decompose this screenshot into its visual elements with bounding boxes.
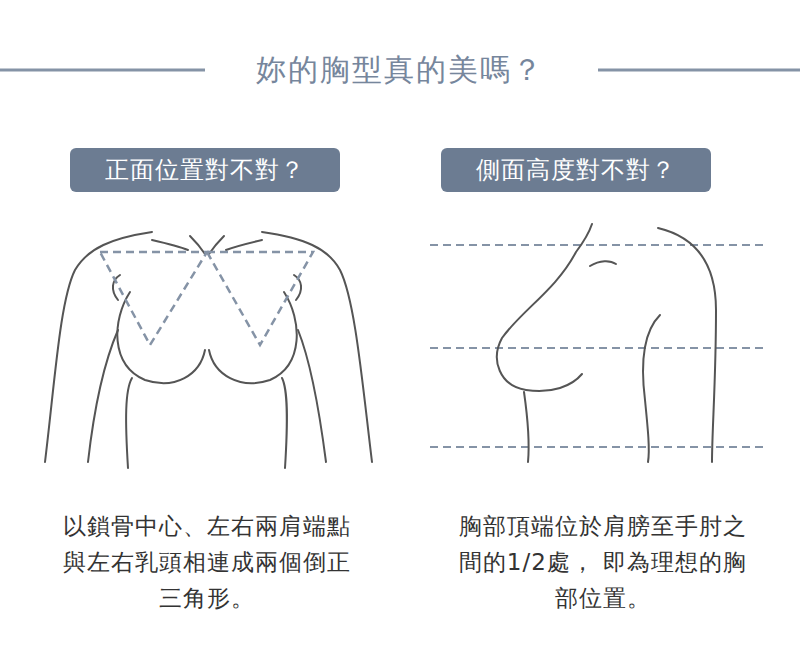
title-text: 妳的胸型真的美嗎？ (246, 50, 554, 91)
heading-text: 正面位置對不對？ (105, 154, 305, 186)
guide-triangle (100, 252, 313, 345)
height-guide (430, 245, 768, 447)
caption-text: 以鎖骨中心、左右兩肩端點 與左右乳頭相連成兩個倒正 三角形。 (57, 508, 357, 616)
caption-text: 胸部頂端位於肩膀至手肘之 間的1/2處， 即為理想的胸 部位置。 (453, 508, 753, 616)
title-rule (0, 69, 205, 72)
heading-text: 側面高度對不對？ (476, 154, 676, 186)
front-torso (45, 232, 372, 468)
heading-box: 正面位置對不對？ (70, 148, 340, 192)
side-torso (497, 224, 716, 462)
heading-box: 側面高度對不對？ (441, 148, 711, 192)
title-rule (598, 69, 800, 72)
